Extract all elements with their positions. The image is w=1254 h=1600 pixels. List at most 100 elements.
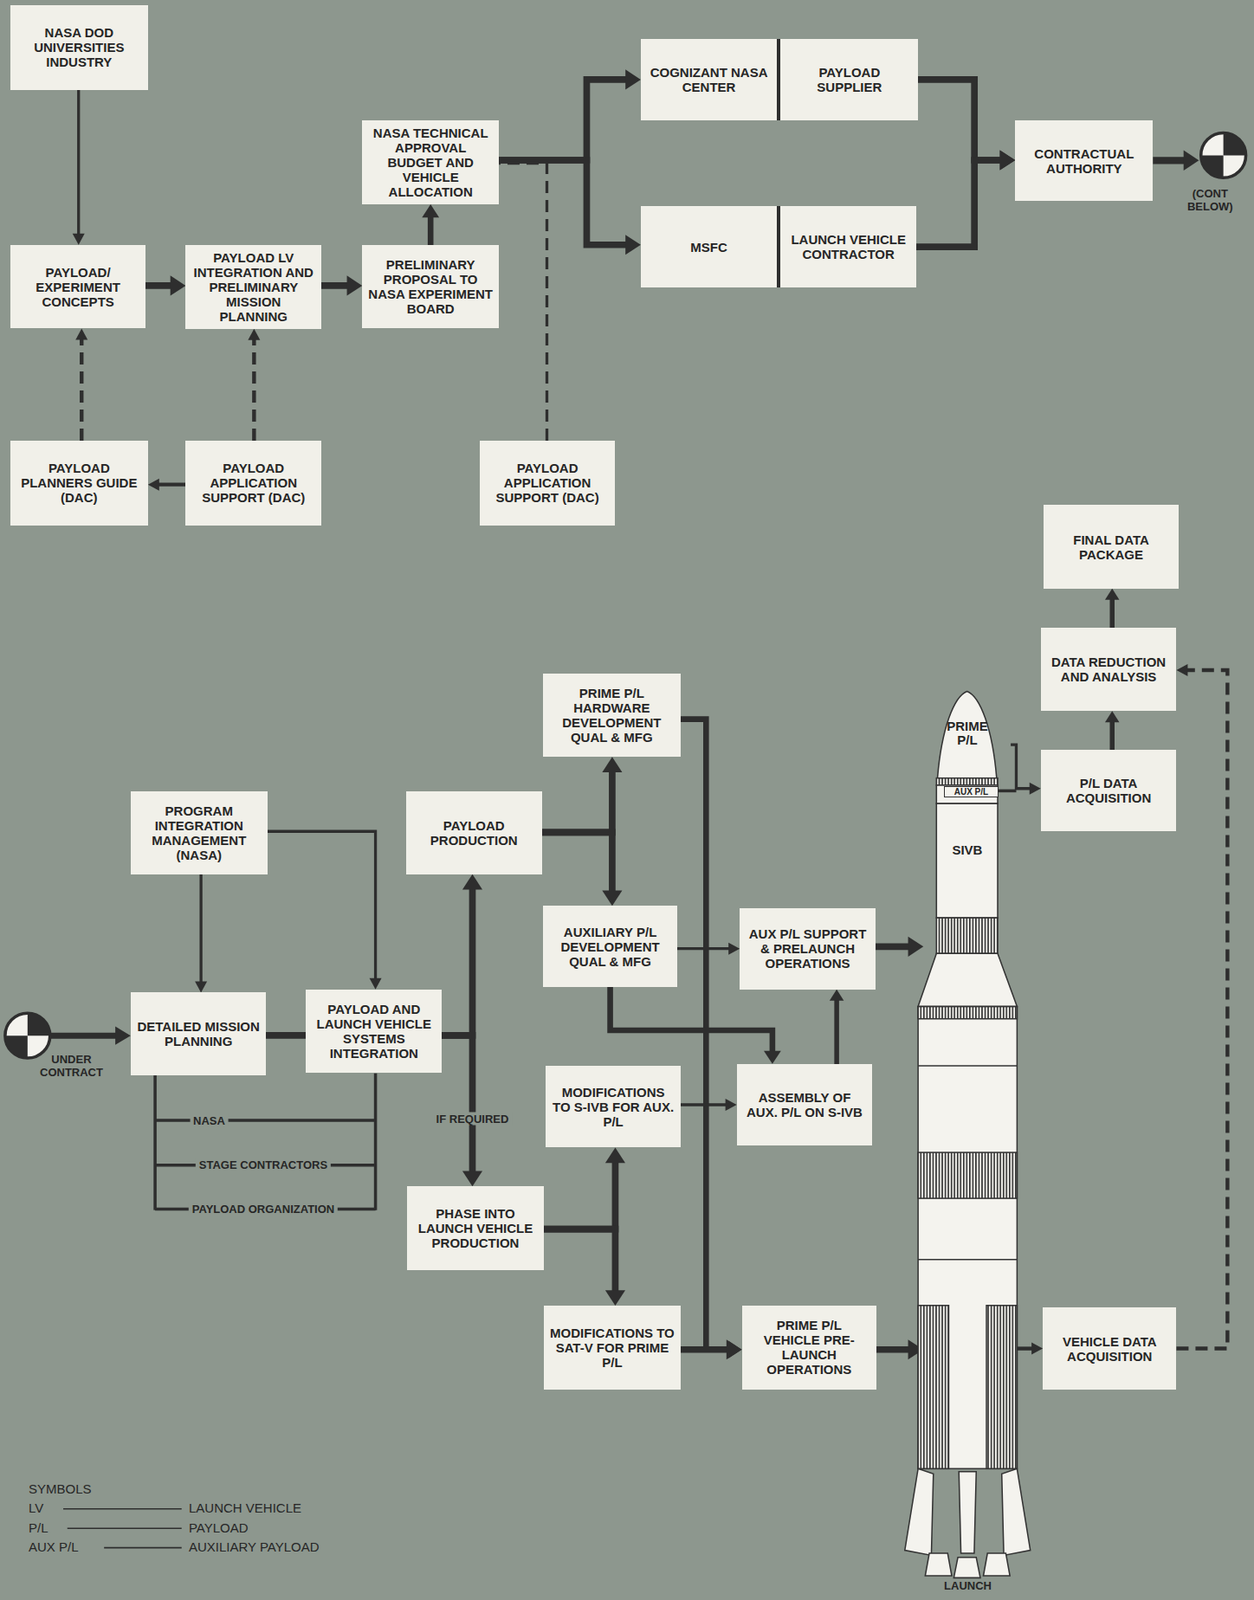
process-box: DATA REDUCTION AND ANALYSIS xyxy=(1040,627,1177,712)
connector-line xyxy=(680,1346,729,1354)
connector-line xyxy=(79,337,84,441)
process-box: PAYLOAD PLANNERS GUIDE (DAC) xyxy=(10,440,149,526)
flow-arrow xyxy=(542,832,623,906)
note-label: NASA xyxy=(189,1113,229,1127)
arrow-head xyxy=(601,891,622,907)
dashed-connector xyxy=(247,329,260,441)
rocket-vehicle: PRIME P/LAUX P/LSIVBLAUNCH xyxy=(923,688,1013,1597)
connector-line xyxy=(1176,670,1228,1349)
legend-text: P/L xyxy=(28,1520,49,1536)
flow-arrow xyxy=(267,831,382,990)
flow-arrow xyxy=(498,160,641,255)
legend-text: AUXILIARY PAYLOAD xyxy=(188,1539,320,1555)
flow-arrow xyxy=(677,943,740,956)
connector-line xyxy=(145,282,172,290)
saturn-v-rocket xyxy=(923,688,1013,1597)
connector-line xyxy=(1109,598,1115,628)
flow-arrow xyxy=(194,874,207,994)
process-box: MSFC xyxy=(640,206,781,288)
box-text: P/L DATA ACQUISITION xyxy=(1047,775,1171,806)
arrow-head xyxy=(829,989,845,1002)
flow-arrow xyxy=(321,275,362,296)
connector-line xyxy=(441,887,472,1035)
arrow-head xyxy=(605,1290,626,1306)
flow-arrow xyxy=(1105,588,1120,628)
flow-arrow xyxy=(421,204,440,246)
box-text: MSFC xyxy=(690,239,728,255)
process-box: VEHICLE DATA ACQUISITION xyxy=(1042,1307,1177,1390)
connector-line xyxy=(876,1346,910,1354)
connector-line xyxy=(542,770,613,833)
process-box: AUXILIARY P/L DEVELOPMENT QUAL & MFG xyxy=(542,905,679,988)
note-label: UNDER CONTRACT xyxy=(38,1053,106,1080)
box-text: AUX P/L SUPPORT & PRELAUNCH OPERATIONS xyxy=(745,926,870,971)
box-text: DETAILED MISSION PLANNING xyxy=(136,1019,261,1049)
connector-line xyxy=(321,282,349,290)
process-box: PAYLOAD LV INTEGRATION AND PRELIMINARY M… xyxy=(185,245,322,330)
flow-arrow xyxy=(72,90,85,246)
process-box: PAYLOAD AND LAUNCH VEHICLE SYSTEMS INTEG… xyxy=(305,989,442,1074)
arrow-head xyxy=(908,937,925,957)
connector-line xyxy=(252,338,256,441)
flow-arrow xyxy=(543,1229,626,1306)
connector-line xyxy=(677,947,731,951)
rocket-label: LAUNCH xyxy=(903,1580,1034,1593)
legend-text: PAYLOAD xyxy=(188,1520,249,1536)
symbol-rules xyxy=(63,1509,182,1549)
process-box: DETAILED MISSION PLANNING xyxy=(130,992,267,1075)
flow-arrow xyxy=(441,874,483,1036)
note-label: (CONT BELOW) xyxy=(1179,187,1242,214)
flow-arrow xyxy=(680,719,743,1359)
connector-line xyxy=(1109,720,1115,750)
box-text: VEHICLE DATA ACQUISITION xyxy=(1048,1334,1170,1364)
process-box: PRELIMINARY PROPOSAL TO NASA EXPERIMENT … xyxy=(361,245,499,330)
note-label: STAGE CONTRACTORS xyxy=(195,1158,331,1172)
arrow-head xyxy=(601,756,622,773)
box-text: NASA TECHNICAL APPROVAL BUDGET AND VEHIC… xyxy=(368,125,493,200)
connector-line xyxy=(157,482,187,486)
arrow-head xyxy=(462,1171,483,1188)
process-box: PRIME P/L HARDWARE DEVELOPMENT QUAL & MF… xyxy=(542,673,681,758)
note-label: PAYLOAD ORGANIZATION xyxy=(188,1202,338,1216)
arrow-head xyxy=(75,328,88,340)
flow-arrow xyxy=(265,1034,306,1036)
flow-arrow xyxy=(1012,744,1041,796)
flow-arrow xyxy=(829,989,845,1065)
process-box: COGNIZANT NASA CENTER xyxy=(640,38,781,121)
box-text: LAUNCH VEHICLE CONTRACTOR xyxy=(786,232,911,262)
connector-line xyxy=(680,1103,728,1106)
arrow-head xyxy=(1031,1343,1043,1356)
process-box: PAYLOAD/ EXPERIMENT CONCEPTS xyxy=(10,245,147,330)
arrow-head xyxy=(1105,588,1120,601)
legend-text: AUX P/L xyxy=(28,1539,79,1555)
arrow-head xyxy=(605,1147,626,1164)
connector-line xyxy=(441,1035,472,1174)
flow-arrow xyxy=(441,1035,483,1187)
flow-arrow xyxy=(543,1147,626,1229)
box-text: PAYLOAD LV INTEGRATION AND PRELIMINARY M… xyxy=(191,250,316,324)
arrow-head xyxy=(725,1098,737,1112)
connector-line xyxy=(267,831,376,981)
flow-arrow xyxy=(148,478,187,492)
connector-line xyxy=(543,1161,615,1230)
legend-text: SYMBOLS xyxy=(28,1481,92,1497)
connector-line xyxy=(498,160,627,246)
edge-label: IF REQUIRED xyxy=(433,1112,513,1126)
arrow-head xyxy=(728,943,740,956)
arrow-head xyxy=(170,275,187,296)
box-text: MODIFICATIONS TO S-IVB FOR AUX. P/L xyxy=(551,1085,675,1130)
box-text: PAYLOAD APPLICATION SUPPORT (DAC) xyxy=(191,460,316,505)
box-text: PAYLOAD/ EXPERIMENT CONCEPTS xyxy=(16,265,141,310)
arrow-head xyxy=(1105,711,1120,723)
box-text: NASA DOD UNIVERSITIES INDUSTRY xyxy=(16,25,143,70)
process-box: ASSEMBLY OF AUX. P/L ON S-IVB xyxy=(736,1064,873,1146)
connector-line xyxy=(543,1229,615,1293)
dashed-connector xyxy=(75,328,88,441)
connector-line xyxy=(77,90,80,236)
box-text: DATA REDUCTION AND ANALYSIS xyxy=(1047,654,1171,685)
arrow-head xyxy=(726,1339,743,1360)
box-text: MODIFICATIONS TO SAT-V FOR PRIME P/L xyxy=(549,1325,675,1371)
flow-arrow xyxy=(916,149,1015,247)
flow-arrow xyxy=(917,79,1015,171)
process-box: LAUNCH VEHICLE CONTRACTOR xyxy=(780,206,917,288)
